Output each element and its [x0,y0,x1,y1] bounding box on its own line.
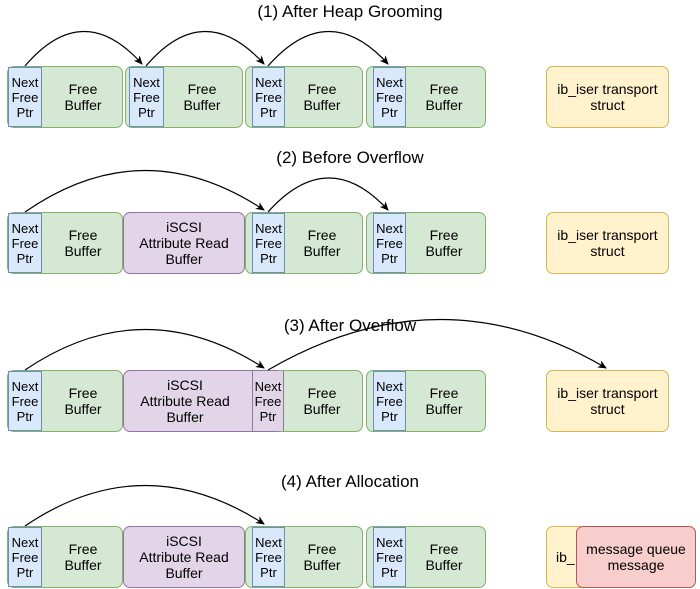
message-queue-message: message queue message [576,526,696,588]
free-buffer-label: Free Buffer [64,81,102,113]
free-buffer-block: Free Buffer [7,66,123,128]
free-buffer-label: Free Buffer [425,81,463,113]
arrow [24,484,265,527]
transport-struct: ib_iser transport struct [546,66,669,128]
transport-struct: ib_iser transport struct [546,212,669,274]
free-buffer-block: Free Buffer [366,370,486,432]
arrow [267,177,389,213]
free-buffer-label: Free Buffer [425,227,463,259]
section-title-3: (3) After Overflow [283,316,417,335]
free-buffer-label: Free Buffer [64,385,102,417]
next-free-ptr: Next Free Ptr [8,371,42,431]
free-buffer-label: Free Buffer [183,81,221,113]
arrow [24,328,265,371]
free-buffer-label: Free Buffer [303,541,341,573]
section-title-2: (2) Before Overflow [276,148,424,167]
arrow [267,31,389,67]
arrow [24,31,143,67]
free-buffer-label: Free Buffer [425,541,463,573]
section-title-4: (4) After Allocation [281,472,419,491]
section-title-1: (1) After Heap Grooming [257,2,443,21]
next-free-ptr: Next Free Ptr [129,67,164,127]
next-free-ptr: Next Free Ptr [373,527,406,587]
next-free-ptr: Next Free Ptr [373,67,406,127]
next-free-ptr: Next Free Ptr [252,527,285,587]
next-free-ptr: Next Free Ptr [373,213,406,273]
arrow [145,31,265,67]
next-free-ptr: Next Free Ptr [8,67,42,127]
next-free-ptr: Next Free Ptr [252,213,285,273]
free-buffer-label: Free Buffer [303,227,341,259]
iscsi-buffer: iSCSI Attribute Read Buffer [123,526,245,588]
next-free-ptr: Next Free Ptr [8,527,42,587]
next-free-ptr: Next Free Ptr [252,67,285,127]
arrow [267,318,607,371]
iscsi-buffer: iSCSI Attribute Read Buffer [123,212,245,274]
next-free-ptr: Next Free Ptr [8,213,42,273]
free-buffer-label: Free Buffer [64,541,102,573]
free-buffer-label: Free Buffer [303,81,341,113]
free-buffer-label: Free Buffer [64,227,102,259]
transport-struct: ib_iser transport struct [546,370,669,432]
free-buffer-label: Free Buffer [303,385,341,417]
next-free-ptr-overwritten: Next Free Ptr [252,371,284,431]
free-buffer-label: Free Buffer [425,385,463,417]
arrow [24,169,265,213]
next-free-ptr: Next Free Ptr [373,371,406,431]
